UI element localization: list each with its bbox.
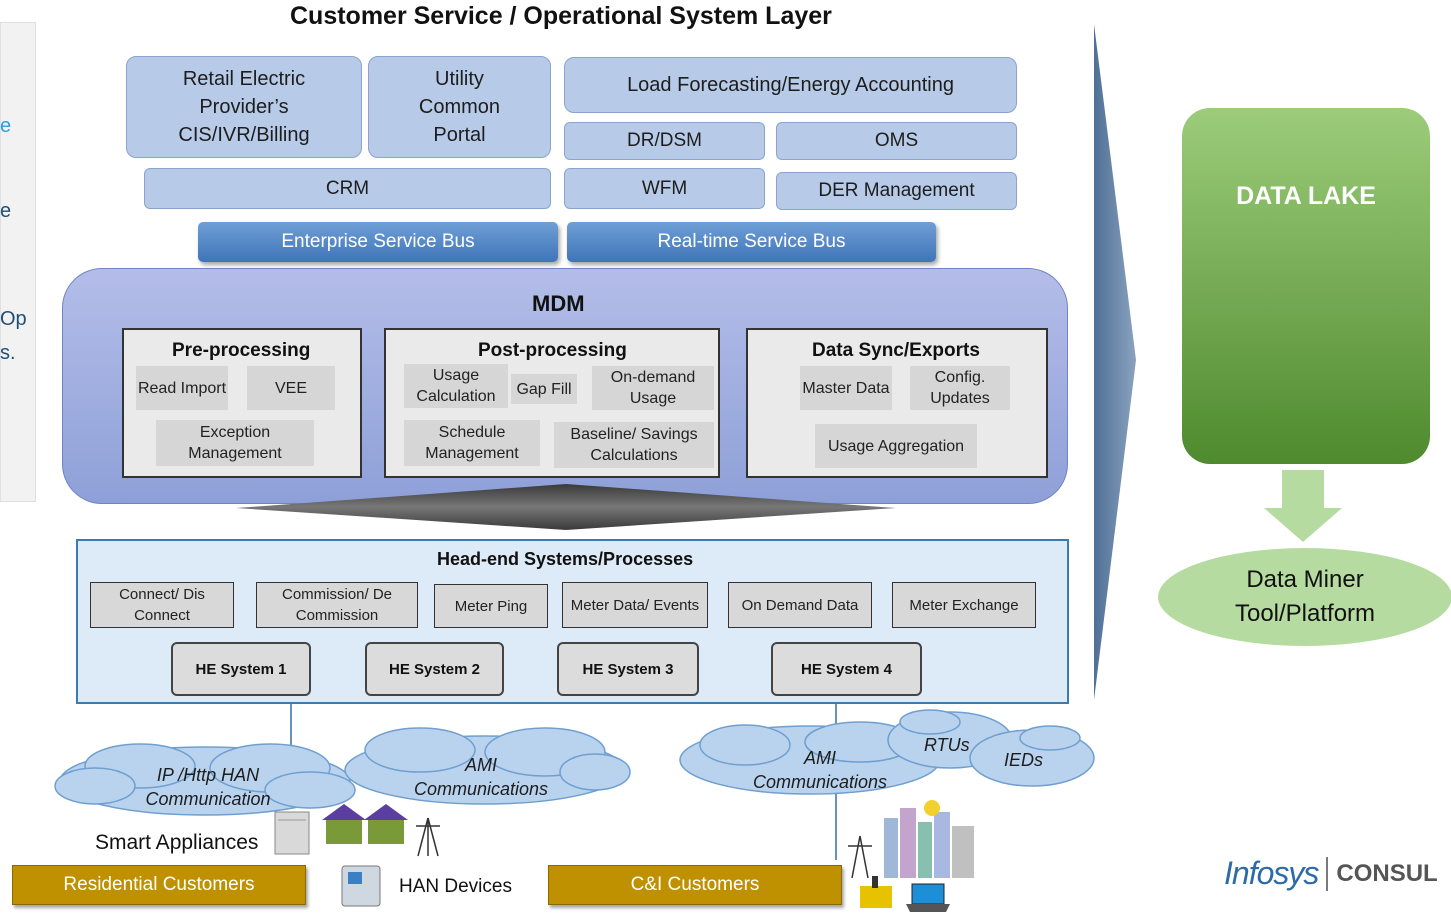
he-item-meter-ping: Meter Ping bbox=[434, 584, 548, 628]
ami-left-label: AMI Communications bbox=[413, 755, 549, 799]
logo-divider bbox=[1326, 856, 1329, 891]
crm-box: CRM bbox=[144, 168, 551, 209]
he-system-1: HE System 1 bbox=[171, 642, 311, 696]
he-item-meter-exchange: Meter Exchange bbox=[892, 582, 1036, 628]
infosys-logo: Infosys CONSUL bbox=[1224, 855, 1438, 892]
ip-http-label: IP /Http HAN Communication bbox=[145, 765, 271, 809]
he-item-on-demand: On Demand Data bbox=[728, 582, 872, 628]
smart-appliance-icon bbox=[274, 811, 310, 855]
industrial-icon bbox=[860, 876, 892, 908]
left-fragment-3: Op bbox=[0, 308, 27, 330]
vee-chip: VEE bbox=[247, 366, 335, 410]
he-item-connect: Connect/ Dis Connect bbox=[90, 582, 234, 628]
left-fragment-1: e bbox=[0, 115, 12, 137]
retail-box: Retail Electric Provider’s CIS/IVR/Billi… bbox=[126, 56, 362, 158]
han-device-icon bbox=[341, 865, 381, 907]
lake-to-miner-arrow bbox=[1264, 470, 1342, 542]
laptop-icon bbox=[906, 883, 950, 912]
mdm-title: MDM bbox=[532, 291, 585, 316]
ci-customers-box: C&I Customers bbox=[548, 865, 842, 905]
right-flow-arrow bbox=[1094, 24, 1136, 700]
on-demand-usage-chip: On-demand Usage bbox=[592, 366, 714, 410]
ieds-label: IEDs bbox=[1004, 750, 1044, 770]
post-processing-title: Post-processing bbox=[478, 340, 627, 361]
pre-processing-title: Pre-processing bbox=[172, 340, 311, 361]
mdm-headend-double-arrow bbox=[236, 484, 896, 530]
he-system-2: HE System 2 bbox=[365, 642, 504, 696]
exception-chip: Exception Management bbox=[156, 420, 314, 466]
smart-appliances-label: Smart Appliances bbox=[95, 831, 259, 854]
oms-box: OMS bbox=[776, 122, 1017, 160]
read-import-chip: Read Import bbox=[136, 366, 228, 410]
left-fragment-4: s. bbox=[0, 342, 16, 364]
gap-fill-chip: Gap Fill bbox=[511, 374, 577, 404]
left-cutoff-panel bbox=[0, 22, 36, 502]
master-data-chip: Master Data bbox=[800, 366, 892, 410]
config-updates-chip: Config. Updates bbox=[910, 366, 1010, 410]
enterprise-service-bus: Enterprise Service Bus bbox=[198, 222, 558, 262]
residential-customers-box: Residential Customers bbox=[12, 865, 306, 905]
cloud-ip-http bbox=[54, 743, 356, 816]
cloud-ami-left bbox=[344, 727, 631, 805]
data-lake-box: DATA LAKE bbox=[1182, 108, 1430, 464]
wfm-box: WFM bbox=[564, 168, 765, 209]
usage-aggregation-chip: Usage Aggregation bbox=[815, 424, 977, 468]
rtus-label: RTUs bbox=[924, 735, 970, 755]
load-forecasting-box: Load Forecasting/Energy Accounting bbox=[564, 57, 1017, 113]
power-pole-icon bbox=[416, 817, 440, 857]
transmission-tower-icon bbox=[848, 835, 872, 879]
he-system-3: HE System 3 bbox=[557, 642, 699, 696]
diagram-title: Customer Service / Operational System La… bbox=[290, 2, 832, 30]
headend-title: Head-end Systems/Processes bbox=[437, 549, 694, 569]
commercial-building-icon bbox=[884, 800, 974, 878]
logo-suffix: CONSUL bbox=[1336, 859, 1438, 887]
realtime-service-bus: Real-time Service Bus bbox=[567, 222, 936, 262]
schedule-management-chip: Schedule Management bbox=[404, 420, 540, 466]
usage-calculation-chip: Usage Calculation bbox=[404, 364, 508, 408]
baseline-savings-chip: Baseline/ Savings Calculations bbox=[554, 422, 714, 468]
der-box: DER Management bbox=[776, 172, 1017, 210]
data-sync-title: Data Sync/Exports bbox=[812, 340, 980, 361]
he-item-meter-data: Meter Data/ Events bbox=[562, 582, 708, 628]
data-miner-ellipse: Data Miner Tool/Platform bbox=[1158, 548, 1451, 646]
ami-right-label: AMI Communications bbox=[752, 748, 888, 792]
dr-dsm-box: DR/DSM bbox=[564, 122, 765, 160]
house-icon bbox=[322, 804, 408, 844]
cloud-ieds bbox=[969, 725, 1095, 787]
logo-brand: Infosys bbox=[1224, 855, 1319, 891]
he-system-4: HE System 4 bbox=[771, 642, 922, 696]
left-fragment-2: e bbox=[0, 200, 12, 222]
han-devices-label: HAN Devices bbox=[399, 876, 512, 897]
utility-portal-box: Utility Common Portal bbox=[368, 56, 551, 158]
he-item-commission: Commission/ De Commission bbox=[256, 582, 418, 628]
cloud-ami-right bbox=[679, 721, 941, 795]
